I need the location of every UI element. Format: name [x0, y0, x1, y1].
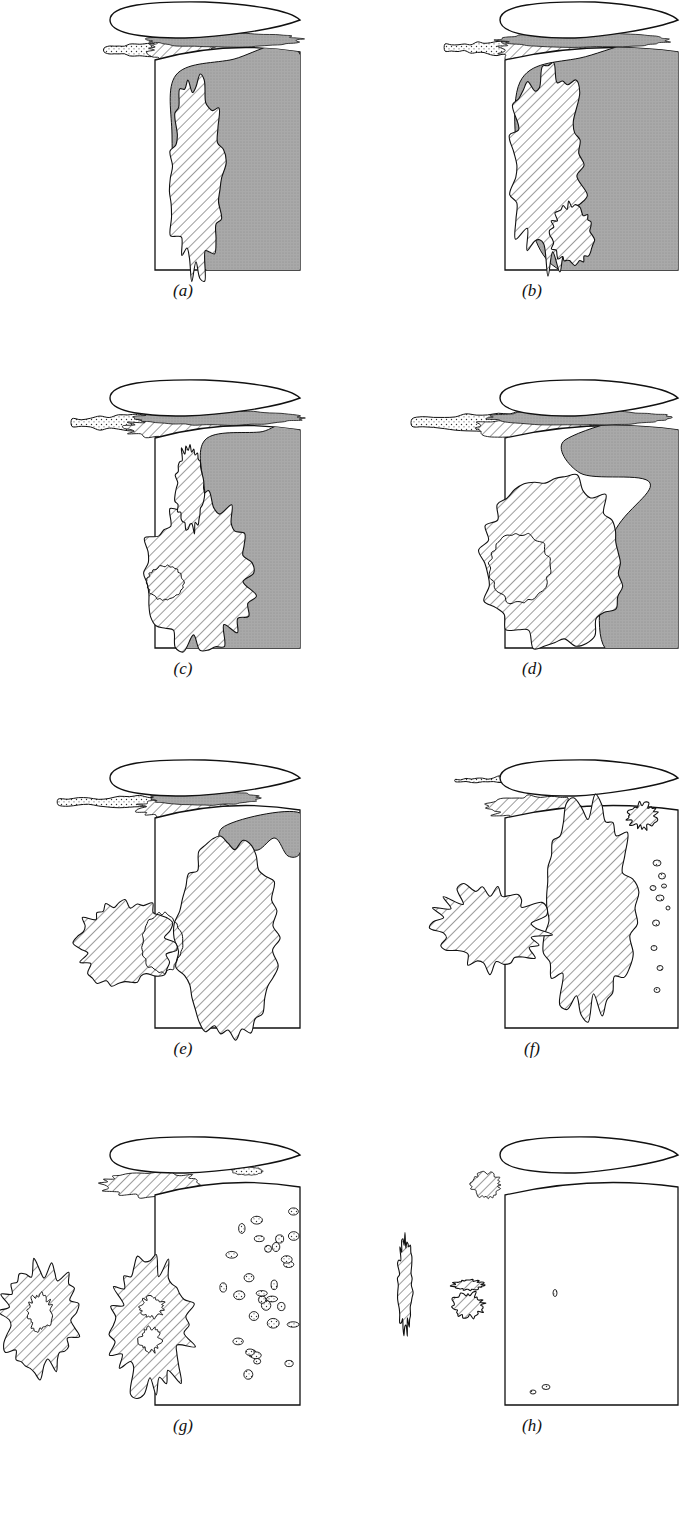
- cloud-cavity: [543, 794, 639, 1022]
- bubble: [239, 1224, 245, 1234]
- bubble: [267, 1318, 279, 1328]
- cavity-outline: [146, 565, 184, 600]
- bubble: [530, 1390, 536, 1394]
- hydrofoil-section: [500, 1137, 678, 1173]
- bubble: [653, 920, 660, 926]
- bubble: [285, 1360, 293, 1366]
- hydrofoil-section: [500, 380, 678, 416]
- cavity-hole: [138, 1326, 163, 1353]
- panel-label: (a): [173, 282, 193, 299]
- bubble: [662, 884, 667, 888]
- bubble: [287, 1322, 299, 1327]
- cavity-hole: [138, 1295, 165, 1319]
- hydrofoil-section: [110, 1137, 300, 1173]
- cloud-cavity: [73, 899, 177, 986]
- bubble: [276, 1235, 284, 1243]
- cloud-cavity: [0, 1258, 80, 1380]
- sketch-panel: [444, 2, 682, 287]
- bubble: [265, 1245, 272, 1252]
- bubble: [256, 1291, 267, 1296]
- cavity-outline: [142, 912, 183, 974]
- sketch-panel: [0, 1137, 300, 1405]
- bubble: [249, 1312, 258, 1321]
- cloud-cavity: [470, 1171, 501, 1198]
- sketch-panel: [104, 2, 314, 286]
- hydrofoil-section: [500, 760, 678, 796]
- panel-label: (h): [522, 1417, 542, 1434]
- cloud-cavity: [429, 883, 552, 974]
- cloud-cavity: [397, 1232, 413, 1336]
- bubble: [653, 860, 661, 866]
- bubble: [220, 1283, 227, 1292]
- bubble: [226, 1251, 238, 1258]
- cavity-hole: [27, 1292, 53, 1332]
- sketch-panel: [71, 380, 313, 665]
- sketch-panel: [429, 760, 678, 1028]
- bubble: [254, 1236, 264, 1242]
- panel-label: (b): [522, 282, 542, 299]
- cloud-cavity: [109, 1254, 195, 1398]
- bubble: [233, 1338, 243, 1345]
- bubble: [251, 1216, 262, 1224]
- cloud-cavity: [452, 1291, 486, 1319]
- panel-label: (c): [174, 660, 193, 677]
- bubble: [281, 1256, 292, 1263]
- bubble: [654, 988, 660, 993]
- cloud-cavity: [479, 474, 623, 649]
- panel-label: (g): [173, 1417, 193, 1434]
- bubble: [244, 1370, 253, 1380]
- bubble: [657, 966, 663, 971]
- hydrofoil-planform: [505, 1183, 678, 1406]
- hydrofoil-section: [110, 2, 300, 38]
- cloud-cavity: [450, 1279, 485, 1290]
- bubble: [278, 1302, 285, 1310]
- sketch-panel: [57, 760, 305, 1040]
- cloud-cavity: [169, 74, 226, 282]
- hydrofoil-section: [500, 2, 678, 38]
- cloud-cavity: [175, 445, 205, 534]
- bubble: [659, 873, 666, 879]
- bubble: [272, 1242, 280, 1251]
- cloud-cavity: [626, 801, 658, 830]
- bubble: [258, 1296, 265, 1303]
- cloud-cavity: [549, 201, 594, 266]
- panel-label: (e): [174, 1040, 193, 1057]
- bubble: [650, 886, 656, 891]
- bubble: [289, 1208, 299, 1215]
- cavity-outline: [488, 533, 551, 603]
- hydrofoil-section: [110, 760, 300, 796]
- bubble: [553, 1290, 557, 1297]
- bubble: [288, 1232, 299, 1241]
- bubble: [254, 1358, 261, 1364]
- bubble: [656, 895, 664, 901]
- bubble: [244, 1274, 254, 1282]
- sheet-cavity: [170, 44, 313, 286]
- sketch-panel: [397, 1137, 678, 1405]
- bubble: [651, 946, 657, 951]
- sketch-panel: [411, 380, 682, 664]
- bubble: [234, 1291, 245, 1300]
- cloud-cavity: [174, 836, 281, 1040]
- bubble: [246, 1349, 254, 1355]
- panel-label: (d): [522, 660, 542, 677]
- bubble: [666, 906, 670, 910]
- hydrofoil-section: [110, 380, 300, 416]
- bubble: [542, 1385, 550, 1390]
- bubble: [271, 1280, 277, 1290]
- panel-label: (f): [524, 1040, 540, 1057]
